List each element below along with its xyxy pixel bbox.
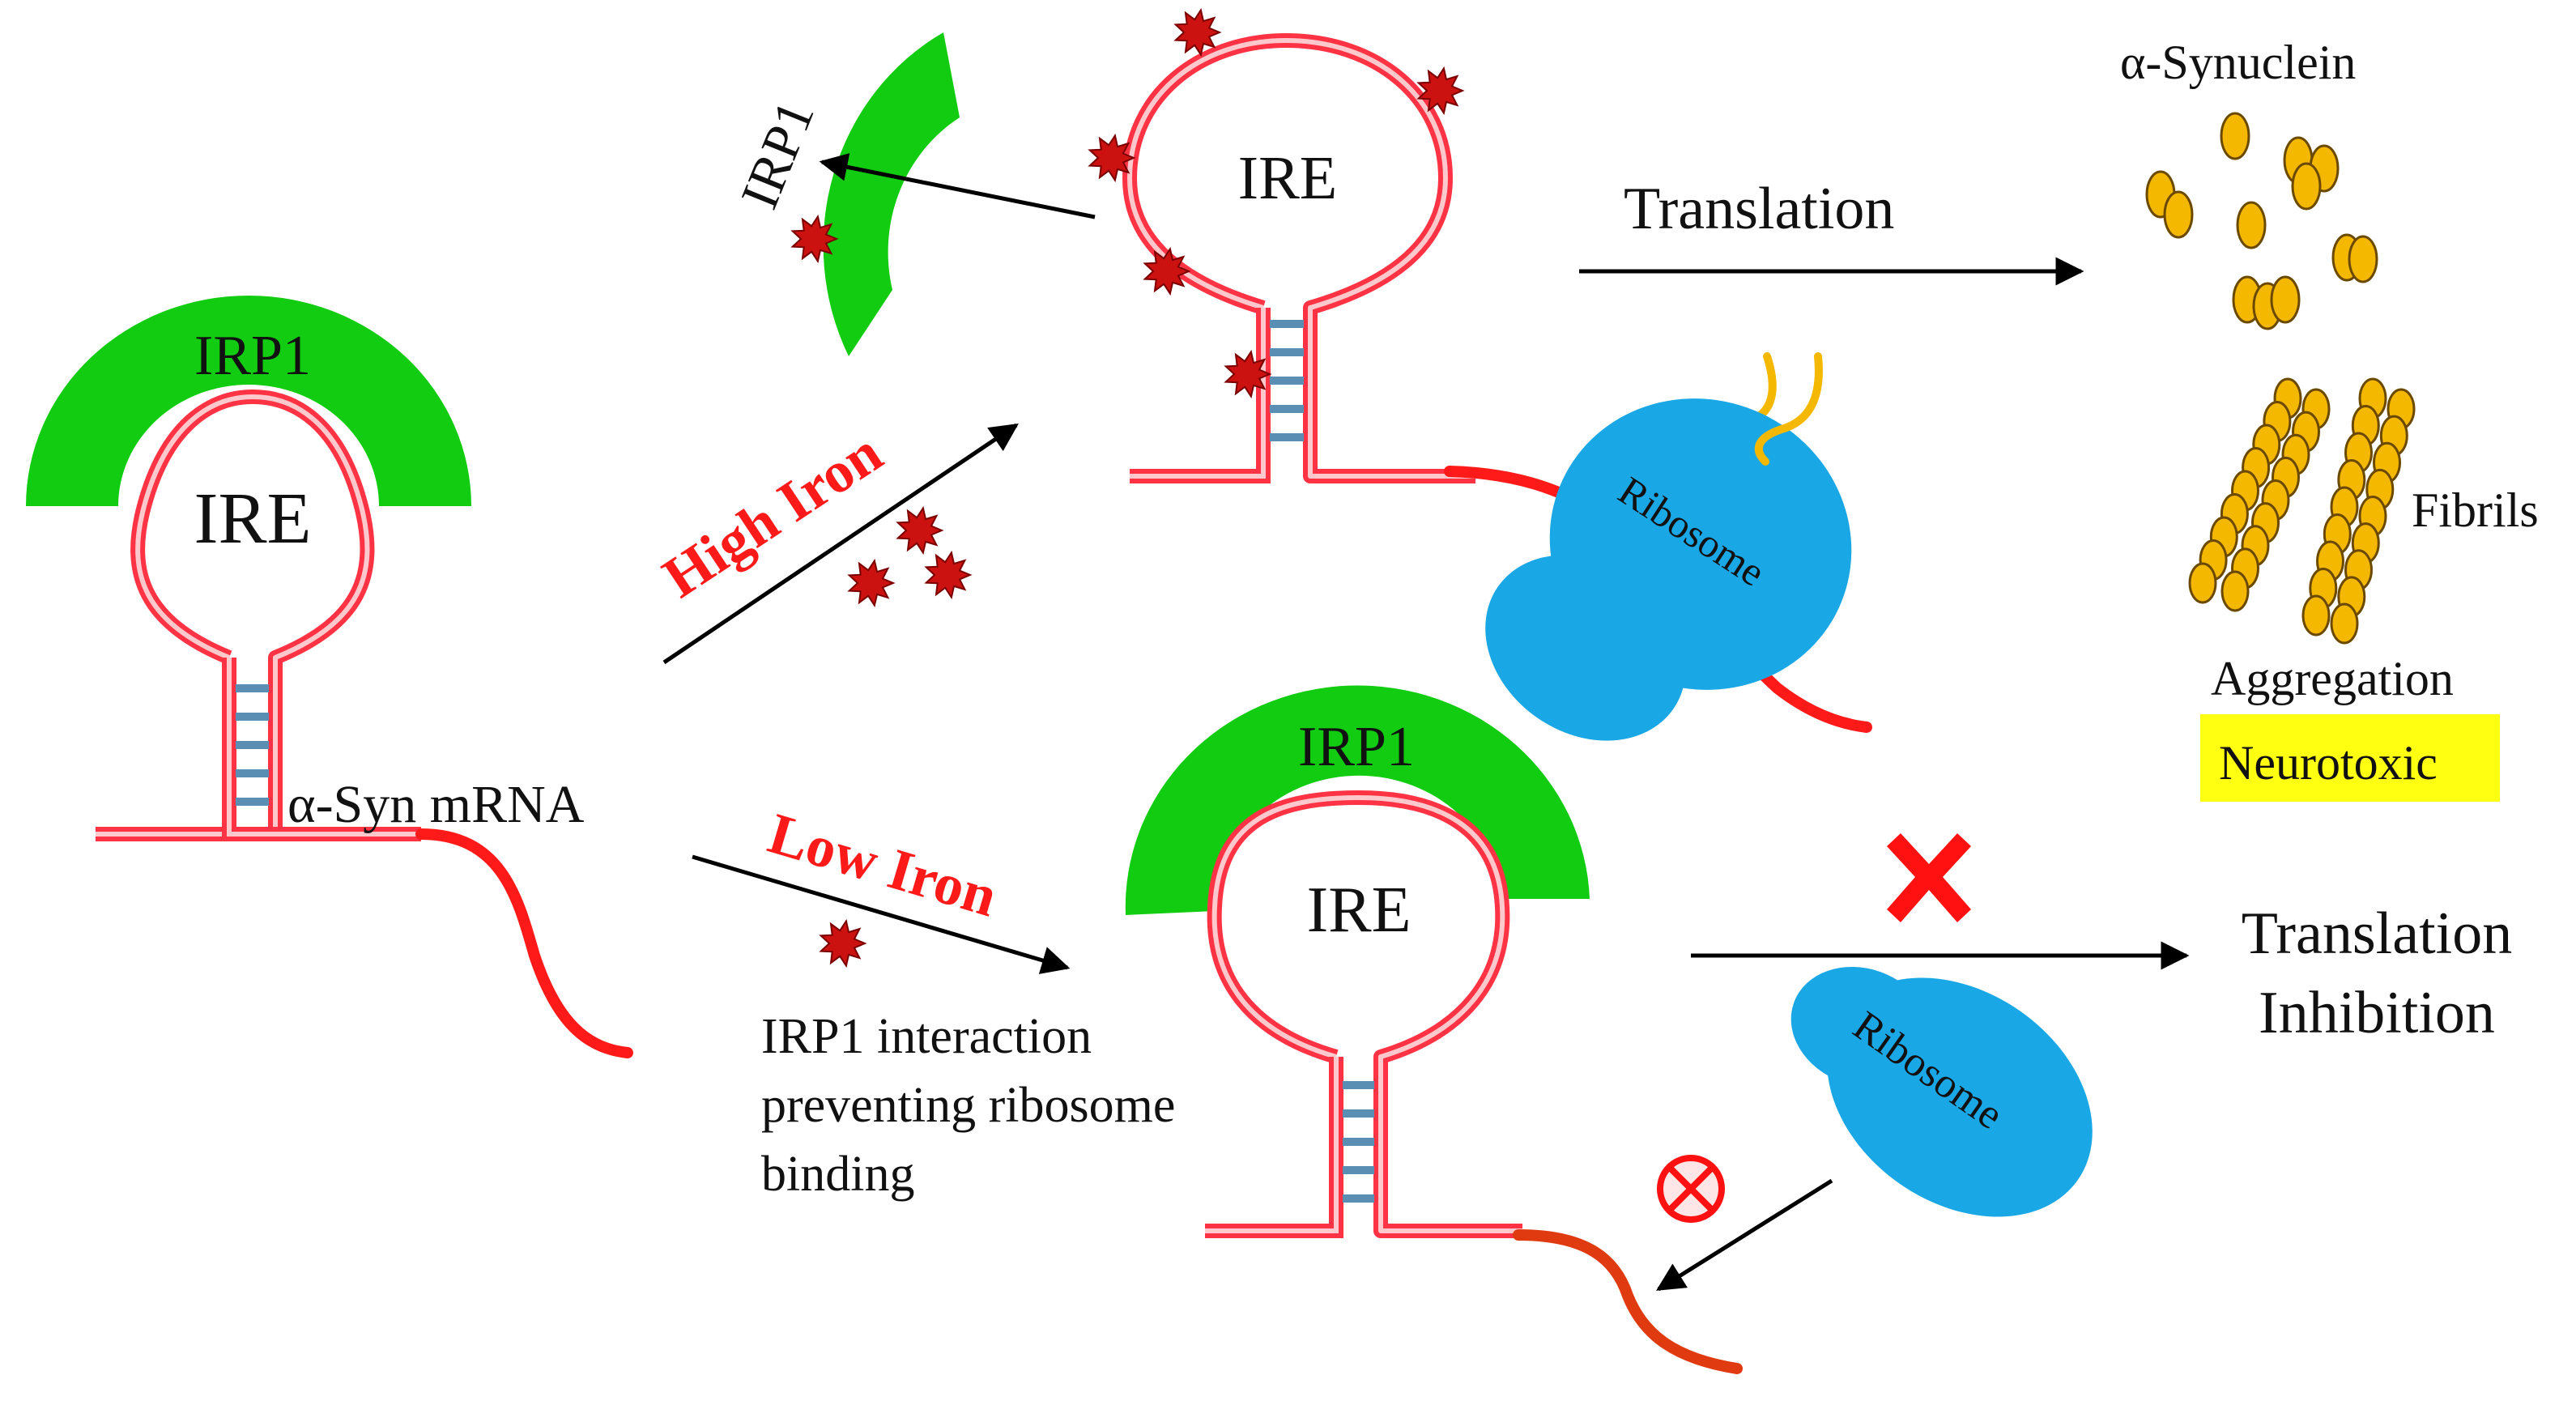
neurotoxic-label: Neurotoxic	[2219, 736, 2438, 790]
irp1-release-arrow	[819, 153, 1096, 219]
synuclein-label: α-Synuclein	[2120, 36, 2356, 89]
fibril-subunit	[2301, 594, 2331, 637]
low-iron-arrow	[692, 854, 1071, 974]
iron-atom-icon	[1416, 66, 1465, 116]
low-iron-branch: Low Iron IRP1 interaction preventing rib…	[692, 801, 1175, 1202]
irp1-protein-released	[823, 32, 960, 356]
low-iron-note-line-1: IRP1 interaction	[761, 1009, 1092, 1064]
synuclein-outcome: α-Synuclein Fibrils Aggregation Neurotox…	[2120, 36, 2539, 802]
synuclein-monomer	[2291, 162, 2322, 211]
irp1-label-released: IRP1	[730, 92, 826, 216]
mrna-tail-left	[415, 828, 633, 1058]
low-iron-note-line-2: preventing ribosome	[761, 1078, 1175, 1133]
stem-base-pairs-bottom	[1343, 1081, 1374, 1203]
high-iron-ire-structure: IRP1 IRE	[730, 7, 2084, 741]
iron-atom-icon	[896, 505, 944, 556]
ribosome-small-subunit	[1790, 966, 1931, 1088]
inhibition-line-1: Translation	[2242, 900, 2512, 967]
iron-atom-icon	[1173, 7, 1222, 57]
iron-atom-icon	[847, 558, 896, 608]
free-iron-cluster	[847, 505, 973, 608]
block-x-icon	[1887, 833, 1971, 922]
iron-atom-icon	[819, 918, 867, 969]
fibrils-label: Fibrils	[2412, 483, 2539, 537]
peptide-exit	[1754, 352, 1823, 466]
low-iron-label: Low Iron	[761, 801, 1004, 930]
rna-hairpin-left	[96, 390, 633, 1058]
irp1-label-bound: IRP1	[1298, 716, 1415, 778]
no-binding-icon	[1657, 1155, 1725, 1223]
synuclein-monomer	[2270, 275, 2301, 324]
synuclein-monomer	[2163, 190, 2194, 239]
fibril-subunit	[2188, 562, 2217, 604]
ribosome-binding-arrow	[1656, 1178, 1833, 1292]
iron-atom-icon	[1224, 349, 1272, 399]
iron-atom-icon	[1088, 133, 1136, 183]
blocked-translation-arrow-group	[1691, 833, 2190, 970]
mrna-tail-bottom	[1513, 1229, 1743, 1374]
iron-atom-icon	[790, 214, 839, 264]
ribosome-small-subunit	[1485, 555, 1686, 741]
irp1-protein-bound	[1125, 685, 1590, 915]
ire-label-top: IRE	[1238, 144, 1337, 212]
mrna-label: α-Syn mRNA	[287, 775, 585, 834]
rna-hairpin-bottom	[1205, 790, 1743, 1374]
left-ire-structure: IRP1 IRE α-Syn mRNA	[26, 296, 633, 1058]
fibril-subunit	[2220, 570, 2250, 612]
low-iron-ire-structure: IRP1 IRE Translation Inhibition	[1125, 685, 2512, 1374]
ribosome-translating: Ribosome	[1485, 352, 1852, 741]
neurotoxic-badge	[2200, 714, 2500, 802]
aggregation-label: Aggregation	[2211, 652, 2454, 705]
iron-atom-icon	[1143, 246, 1191, 296]
synuclein-monomer	[2348, 235, 2378, 283]
synuclein-monomers	[2145, 112, 2378, 330]
synuclein-monomer	[2220, 112, 2250, 160]
synuclein-monomer	[2236, 201, 2267, 249]
low-iron-note-line-3: binding	[761, 1147, 914, 1202]
high-iron-branch: High Iron	[652, 419, 1019, 665]
irp1-label-left: IRP1	[194, 325, 311, 387]
stem-base-pairs-top	[1270, 320, 1304, 441]
ire-label-left: IRE	[194, 479, 312, 559]
high-iron-arrow	[662, 423, 1019, 665]
inhibition-line-2: Inhibition	[2259, 980, 2495, 1046]
ire-label-bottom: IRE	[1307, 875, 1411, 946]
iron-atom-icon	[924, 550, 973, 600]
bound-iron-atoms	[790, 7, 1465, 399]
ribosome-blocked: Ribosome	[1790, 966, 2093, 1217]
fibril-subunit	[2330, 602, 2359, 645]
translation-label: Translation	[1624, 176, 1894, 242]
irp1-protein-left	[26, 296, 471, 506]
synuclein-fibrils	[2188, 377, 2416, 645]
stem-base-pairs-left	[236, 684, 269, 806]
